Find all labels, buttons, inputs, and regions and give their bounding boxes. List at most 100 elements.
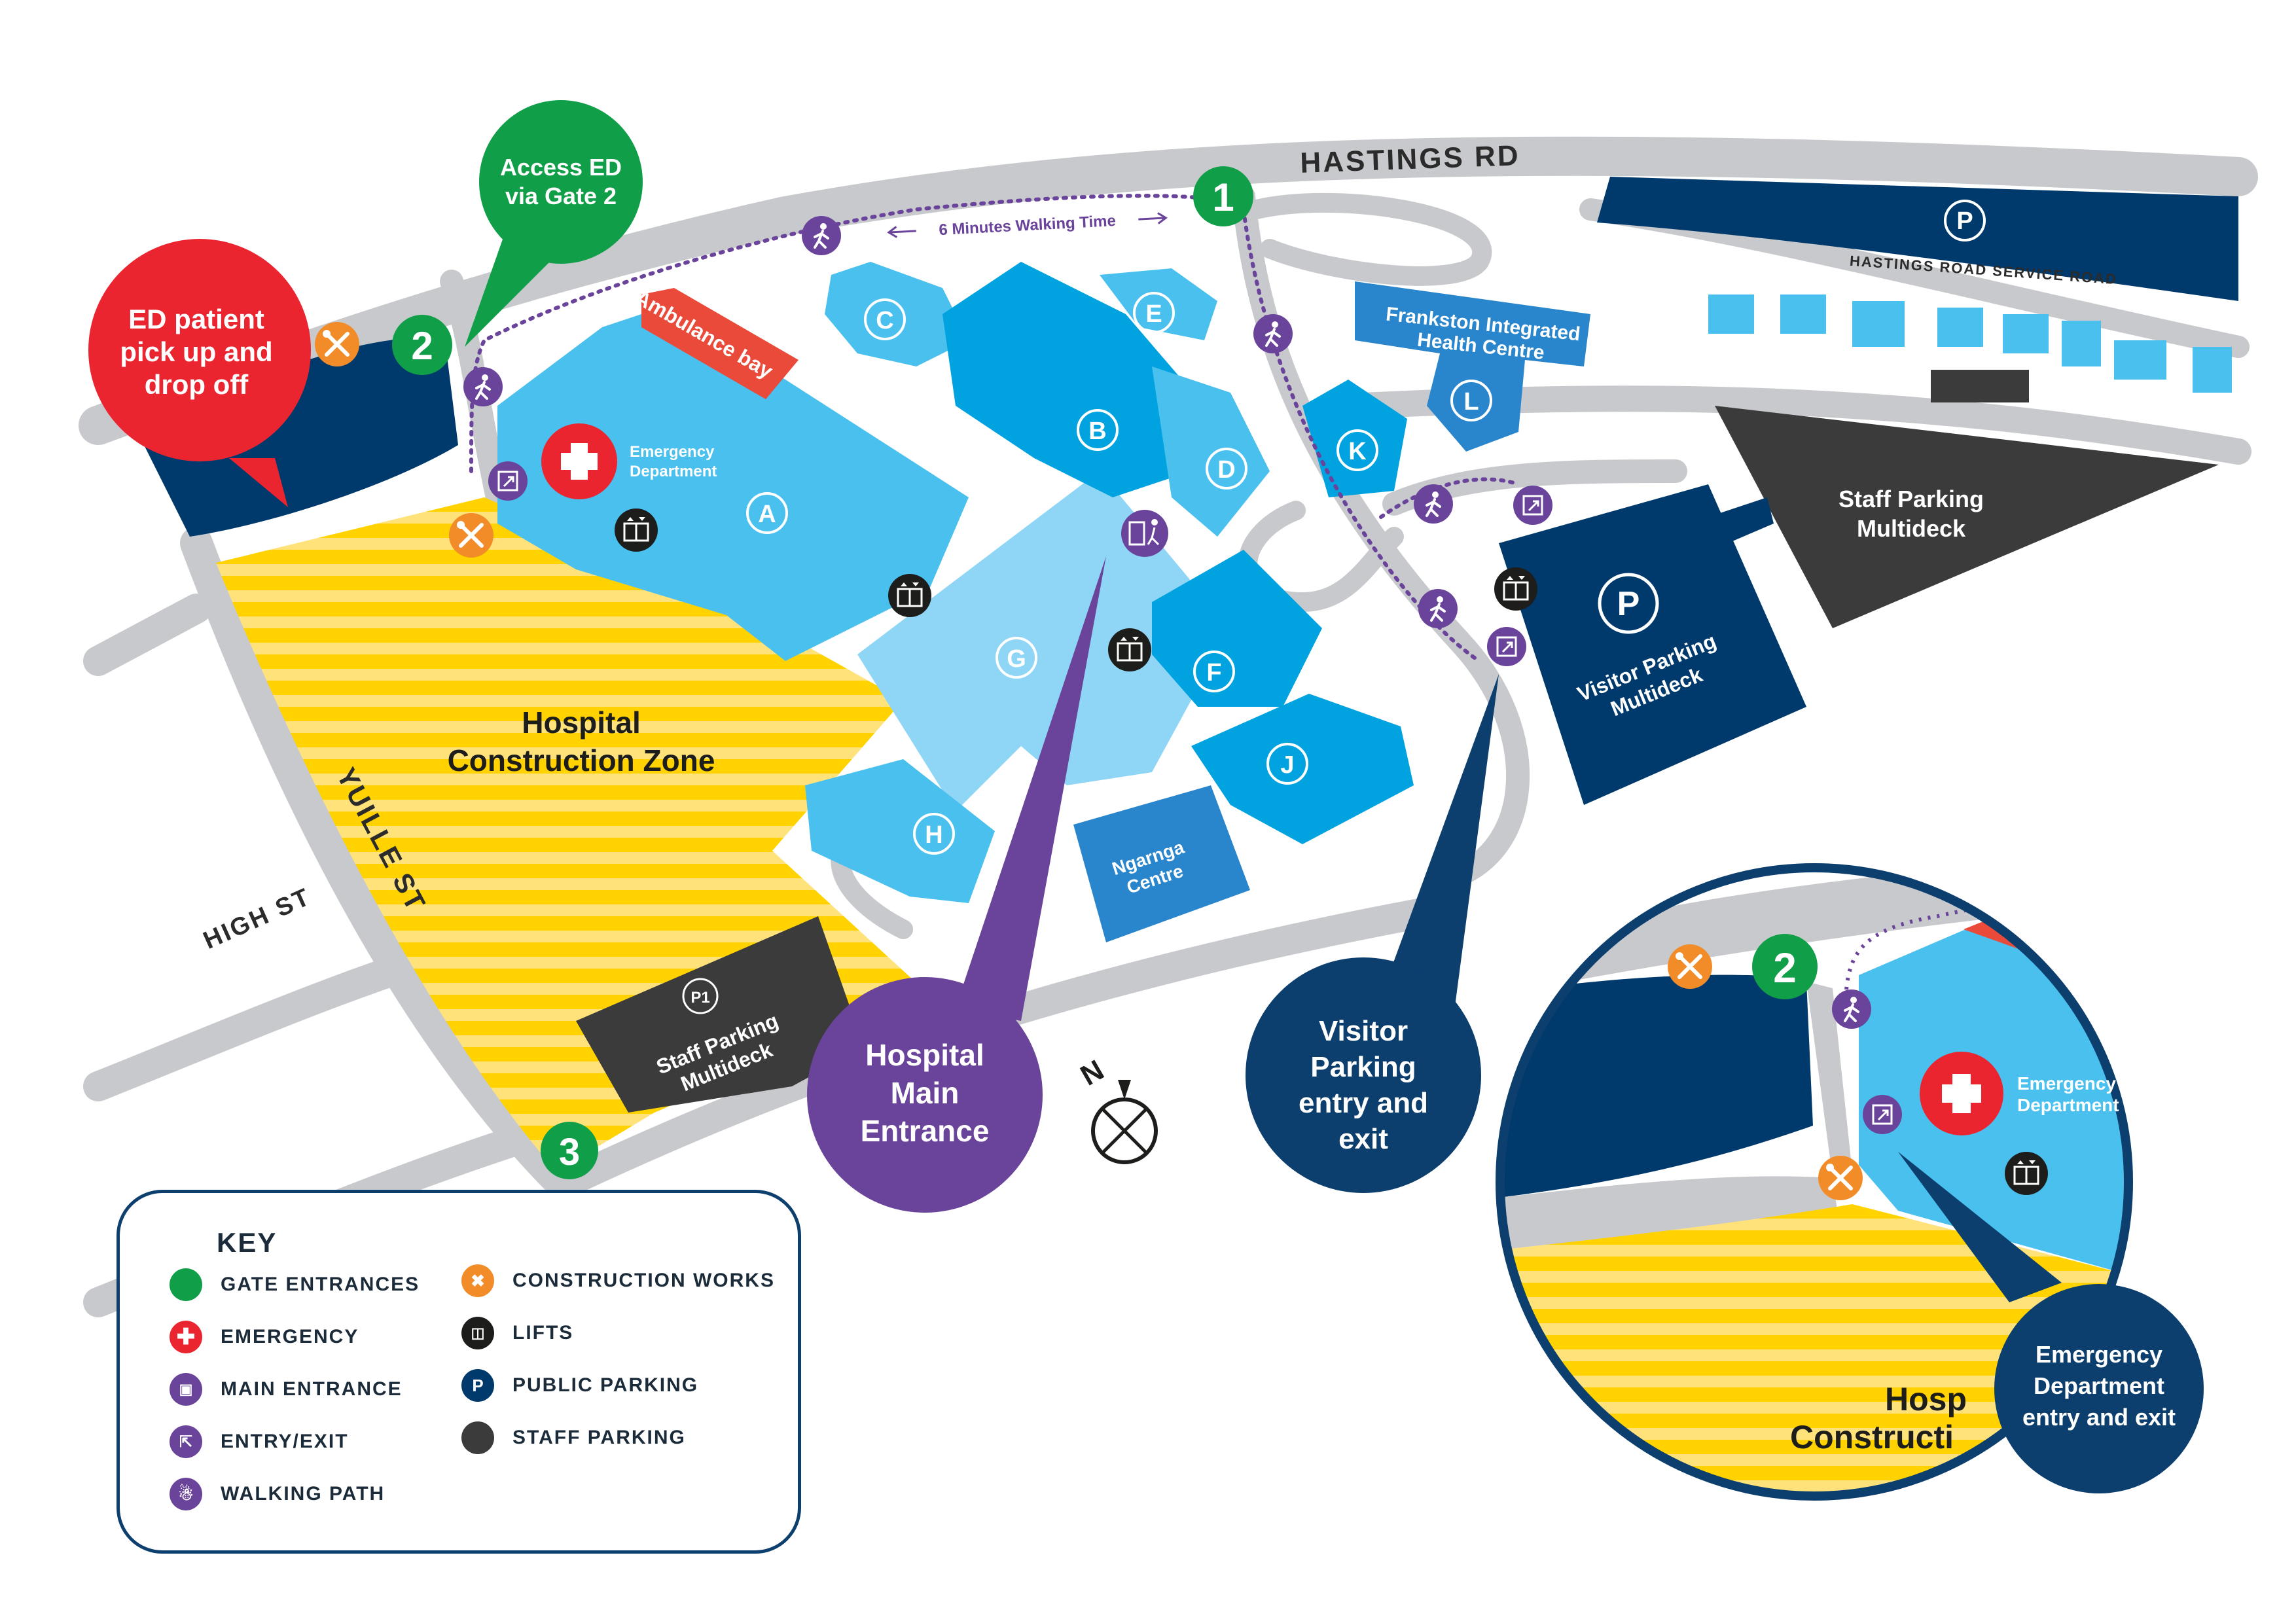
parking-p1-icon: P1 — [682, 978, 719, 1014]
internal-loop — [1247, 192, 1492, 286]
hastings-rd-label: HASTINGS RD — [1300, 139, 1521, 179]
key-item-emergency: ✚ EMERGENCY — [170, 1319, 359, 1355]
house-dark — [1931, 370, 2029, 402]
building-a-label: A — [746, 492, 788, 534]
svg-text:P: P — [1956, 207, 1973, 235]
hastings-public-parking — [1597, 177, 2238, 301]
svg-text:Emergency: Emergency — [2036, 1341, 2162, 1368]
parking-p-icon-visitor: P — [1598, 573, 1659, 634]
construction-zone-label-1: Hospital — [522, 705, 640, 740]
emergency-department-label-1: Emergency — [630, 443, 715, 461]
emergency-cross-icon — [541, 423, 617, 499]
svg-text:1: 1 — [1212, 175, 1234, 219]
hospital-buildings — [497, 262, 1590, 942]
svg-text:Constructi: Constructi — [1790, 1419, 1954, 1455]
key-item-entry-exit: ⇱ ENTRY/EXIT — [170, 1423, 349, 1460]
lifts-icon-2 — [887, 573, 933, 618]
svg-text:H: H — [925, 821, 942, 849]
construction-works-icon-1 — [315, 322, 359, 366]
map-key: KEY GATE ENTRANCES ✚ EMERGENCY ▣ MAIN EN… — [117, 1190, 801, 1554]
callout-ed-entry: Emergency Department entry and exit — [1994, 1284, 2204, 1493]
inset-walking-icon — [1831, 988, 1873, 1030]
inset-construction-icon-1 — [1668, 944, 1712, 989]
main-entrance-icon — [1121, 510, 1168, 557]
walking-path-icon-2 — [462, 366, 504, 408]
svg-text:Hospital: Hospital — [865, 1038, 984, 1072]
gate-3: 3 — [541, 1122, 598, 1179]
building-e — [1100, 268, 1217, 340]
svg-text:entry and exit: entry and exit — [2022, 1404, 2176, 1431]
svg-text:A: A — [758, 501, 776, 528]
ed-inset-magnifier: Ambu bay Hosp Constructi 2 Emergency Dep… — [1496, 863, 2204, 1501]
svg-text:ED patient: ED patient — [128, 304, 264, 334]
staff-parking-top-label-2: Multideck — [1857, 515, 1966, 542]
callout-visitor-entry: Visitor Parking entry and exit — [1246, 674, 1499, 1193]
svg-text:E: E — [1145, 300, 1162, 328]
key-item-gate-entrances: GATE ENTRANCES — [170, 1266, 420, 1303]
svg-text:K: K — [1348, 438, 1367, 465]
ed-dropoff-area — [137, 338, 458, 537]
svg-text:P1: P1 — [691, 989, 709, 1007]
building-a — [497, 308, 969, 661]
walking-time-label: 6 Minutes Walking Time — [887, 212, 1168, 239]
svg-text:L: L — [1463, 388, 1479, 416]
visitor-parking-multideck — [1499, 484, 1806, 805]
north-arrow-icon: N — [1075, 1054, 1158, 1164]
svg-text:drop off: drop off — [145, 369, 249, 400]
svg-text:Visitor: Visitor — [1319, 1015, 1408, 1047]
svg-text:entry and: entry and — [1299, 1087, 1428, 1119]
high-st-label: HIGH ST — [200, 883, 315, 955]
building-g — [857, 471, 1230, 812]
main-entrance-icon: ▣ — [170, 1373, 202, 1406]
ambulance-bay — [641, 288, 798, 399]
svg-text:3: 3 — [559, 1131, 580, 1173]
inset-lift-icon — [2003, 1150, 2049, 1196]
building-e-label: E — [1133, 292, 1175, 334]
lifts-icon: ◫ — [461, 1317, 494, 1349]
yuille-st — [180, 527, 579, 1201]
callout-ed-dropoff: ED patient pick up and drop off — [88, 239, 311, 507]
svg-text:pick up and: pick up and — [120, 336, 272, 367]
hastings-rd — [79, 136, 2258, 445]
building-k-label: K — [1336, 429, 1378, 471]
svg-text:N: N — [1075, 1054, 1109, 1092]
emergency-department-label-2: Department — [630, 463, 717, 480]
key-title: KEY — [217, 1227, 278, 1258]
svg-text:HASTINGS RD: HASTINGS RD — [1300, 139, 1521, 179]
svg-text:P: P — [1617, 585, 1640, 623]
entry-exit-icon-ed — [487, 460, 529, 502]
building-d-label: D — [1206, 448, 1247, 490]
building-h — [805, 759, 995, 903]
callout-access-ed: Access ED via Gate 2 — [465, 100, 643, 347]
walking-path-icon-1 — [800, 215, 842, 257]
svg-text:Hosp: Hosp — [1885, 1381, 1967, 1418]
entry-exit-icon-2 — [1486, 626, 1528, 668]
key-item-main-entrance: ▣ MAIN ENTRANCE — [170, 1371, 403, 1408]
walking-path-icon-5 — [1417, 588, 1459, 630]
svg-text:Department: Department — [2017, 1095, 2119, 1115]
staff-parking-multideck-p1 — [576, 916, 864, 1113]
emergency-icon: ✚ — [170, 1321, 202, 1353]
walking-path — [469, 194, 1520, 663]
svg-text:Emergency: Emergency — [2017, 1073, 2116, 1094]
svg-text:2: 2 — [411, 324, 433, 368]
gate-entrances-icon — [170, 1268, 202, 1301]
svg-text:G: G — [1007, 645, 1026, 673]
key-item-staff-parking: STAFF PARKING — [461, 1419, 686, 1456]
staff-parking-multideck-top — [1715, 406, 2219, 628]
svg-text:Department: Department — [2034, 1372, 2164, 1399]
gate-2: 2 — [392, 315, 452, 375]
svg-text:Entrance: Entrance — [861, 1114, 990, 1148]
building-g-label: G — [996, 637, 1037, 679]
svg-text:via Gate 2: via Gate 2 — [505, 183, 617, 209]
building-b — [942, 262, 1204, 497]
svg-text:Access ED: Access ED — [500, 154, 622, 181]
inset-gate-2: 2 — [1752, 934, 1818, 999]
building-f-label: F — [1193, 651, 1235, 692]
callout-main-entrance: Hospital Main Entrance — [807, 556, 1106, 1213]
staff-parking-icon — [461, 1421, 494, 1454]
svg-text:Main: Main — [891, 1076, 960, 1110]
svg-text:6 Minutes Walking Time: 6 Minutes Walking Time — [939, 212, 1117, 239]
entry-exit-icon: ⇱ — [170, 1425, 202, 1458]
